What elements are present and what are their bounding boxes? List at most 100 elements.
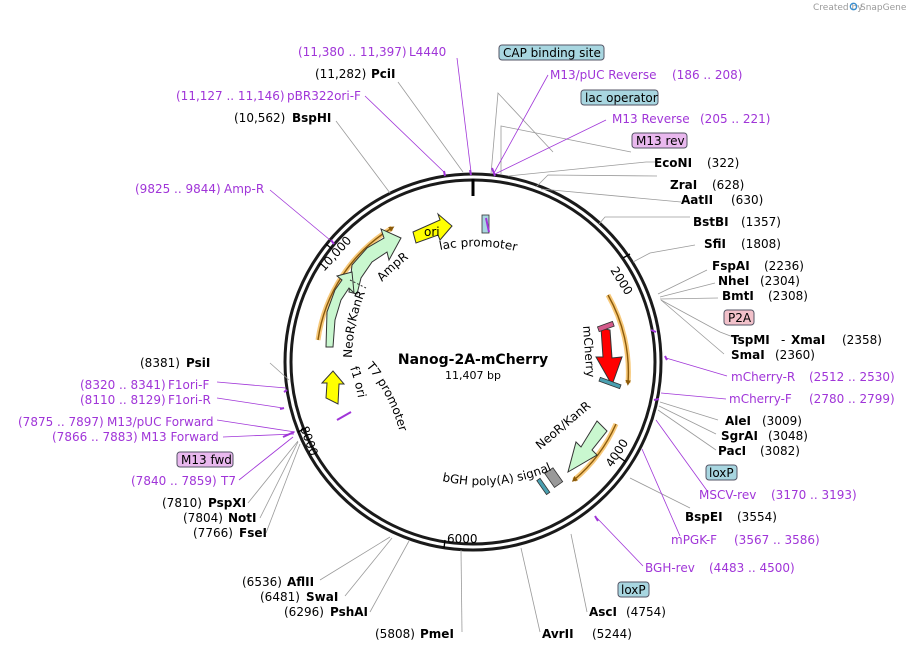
primer-m13-fwd-range: (7866 .. 7883) xyxy=(52,430,138,444)
site-smai-name: SmaI xyxy=(731,348,765,362)
site-pshai-name: PshAI xyxy=(330,605,368,619)
loxp-marker-2 xyxy=(536,477,551,496)
primer-bgh-rev-name: BGH-rev xyxy=(645,561,695,575)
ori-label: ori xyxy=(424,225,440,239)
plasmid-outer-ring xyxy=(283,172,663,552)
primer-f1ori-r-name: F1ori-R xyxy=(168,393,211,407)
snapgene-credit: Created by SnapGene xyxy=(813,2,907,13)
credit-prefix: Created by xyxy=(813,3,863,13)
site-labels: EcoNI (322) ZraI (628) AatII (630) BstBI… xyxy=(140,67,882,641)
site-bsphi-pos: (10,562) xyxy=(234,111,285,125)
primer-mpgk-name: mPGK-F xyxy=(671,533,717,547)
site-aflii-name: AflII xyxy=(287,575,314,589)
site-fsei-pos: (7766) xyxy=(193,526,233,540)
tick-2000: 2000 xyxy=(607,264,635,297)
site-swai-name: SwaI xyxy=(306,590,338,604)
svg-text:loxP: loxP xyxy=(709,466,734,480)
svg-text:loxP: loxP xyxy=(621,583,646,597)
tick-6000: 6000 xyxy=(447,532,478,546)
site-econi-pos: (322) xyxy=(707,156,739,170)
snapgene-logo-icon xyxy=(849,2,858,11)
tick-marks xyxy=(297,243,631,549)
site-psii-pos: (8381) xyxy=(140,356,180,370)
neor-split-line xyxy=(349,279,367,289)
primer-mcherry-f-name: mCherry-F xyxy=(729,392,792,406)
box-loxp-1: loxP xyxy=(705,464,738,481)
primer-pbr322-name: pBR322ori-F xyxy=(287,89,361,103)
primer-m13puc-fwd-name: M13/pUC Forward xyxy=(107,415,214,429)
site-sfii-name: SfiI xyxy=(704,237,726,251)
neor-right-arrow xyxy=(567,420,608,474)
site-pmei-pos: (5808) xyxy=(375,627,415,641)
leader-lines xyxy=(247,81,742,633)
primer-f1ori-f-name: F1ori-F xyxy=(168,378,209,392)
svg-text:M13 rev: M13 rev xyxy=(636,134,685,148)
primer-msclv-name: MSCV-rev xyxy=(699,488,756,502)
neor-left-arrow xyxy=(325,271,355,348)
primer-m13-rev-name: M13 Reverse xyxy=(612,112,690,126)
primer-f1ori-f-range: (8320 .. 8341) xyxy=(80,378,166,392)
site-nhei-name: NheI xyxy=(718,274,749,288)
ori-arrow xyxy=(412,212,453,244)
box-cap-binding-site: CAP binding site xyxy=(498,44,605,61)
site-noti-pos: (7804) xyxy=(183,511,223,525)
primer-l4440-range: (11,380 .. 11,397) xyxy=(298,45,407,59)
primer-l4440-name: L4440 xyxy=(409,45,446,59)
primer-ampr-range: (9825 .. 9844) xyxy=(135,182,221,196)
site-nhei-pos: (2304) xyxy=(760,274,800,288)
site-pspxi-pos: (7810) xyxy=(162,496,202,510)
site-bsphi-name: BspHI xyxy=(292,111,331,125)
site-pcii-pos: (11,282) xyxy=(315,67,366,81)
site-xmai-name: XmaI xyxy=(791,333,825,347)
primer-labels: (11,380 .. 11,397) L4440 M13/pUC Reverse… xyxy=(18,45,895,575)
mcherry-arrow xyxy=(595,327,623,387)
site-fsei-name: FseI xyxy=(239,526,267,540)
svg-text:M13 fwd: M13 fwd xyxy=(181,453,232,467)
p2a-marker xyxy=(596,320,615,333)
site-bstbi-pos: (1357) xyxy=(741,215,781,229)
plasmid-name: Nanog-2A-mCherry xyxy=(398,352,548,368)
site-zrai-pos: (628) xyxy=(712,178,744,192)
primer-t7-range: (7840 .. 7859) xyxy=(131,474,217,488)
t7-promoter-label: T7 promoter xyxy=(363,358,410,432)
site-smai-pos: (2360) xyxy=(775,348,815,362)
svg-text:lac operator: lac operator xyxy=(585,91,658,105)
neor-left-label: NeoR/KanR xyxy=(341,289,368,358)
site-bmti-pos: (2308) xyxy=(768,289,808,303)
site-alei-name: AleI xyxy=(725,414,751,428)
f1-ori-arrow xyxy=(320,370,346,405)
site-fspai-pos: (2236) xyxy=(764,259,804,273)
site-tspmi-pos: (2358) xyxy=(842,333,882,347)
bgh-label: bGH poly(A) signal xyxy=(441,460,553,488)
lac-promoter-label: lac promoter xyxy=(438,235,519,254)
bgh-block xyxy=(544,467,564,488)
site-pshai-pos: (6296) xyxy=(284,605,324,619)
svg-text:CAP binding site: CAP binding site xyxy=(503,46,601,60)
primer-pbr322-range: (11,127 .. 11,146) xyxy=(176,89,285,103)
primer-m13-fwd-name: M13 Forward xyxy=(141,430,219,444)
box-loxp-2: loxP xyxy=(617,581,650,598)
site-bstbi-name: BstBI xyxy=(693,215,729,229)
site-fspai-name: FspAI xyxy=(712,259,750,273)
site-avrii-name: AvrII xyxy=(542,627,574,641)
site-bspei-name: BspEI xyxy=(685,510,723,524)
box-m13-rev: M13 rev xyxy=(631,132,688,149)
site-asci-name: AscI xyxy=(589,605,617,619)
t7-primer-arc xyxy=(336,411,352,421)
plasmid-size: 11,407 bp xyxy=(445,369,501,382)
primer-ampr-name: Amp-R xyxy=(224,182,264,196)
site-pcii-name: PciI xyxy=(371,67,396,81)
site-zrai-name: ZraI xyxy=(670,178,697,192)
primer-m13puc-rev-name: M13/pUC Reverse xyxy=(550,68,657,82)
primer-m13puc-rev-range: (186 .. 208) xyxy=(672,68,742,82)
site-sgrai-pos: (3048) xyxy=(768,429,808,443)
site-asci-pos: (4754) xyxy=(626,605,666,619)
primer-msclv-range: (3170 .. 3193) xyxy=(771,488,857,502)
primer-mcherry-f-range: (2780 .. 2799) xyxy=(809,392,895,406)
primer-t7-name: T7 xyxy=(220,474,236,488)
primer-mcherry-r-name: mCherry-R xyxy=(731,370,795,384)
site-sgrai-name: SgrAI xyxy=(721,429,758,443)
site-bspei-pos: (3554) xyxy=(737,510,777,524)
primer-mpgk-range: (3567 .. 3586) xyxy=(734,533,820,547)
